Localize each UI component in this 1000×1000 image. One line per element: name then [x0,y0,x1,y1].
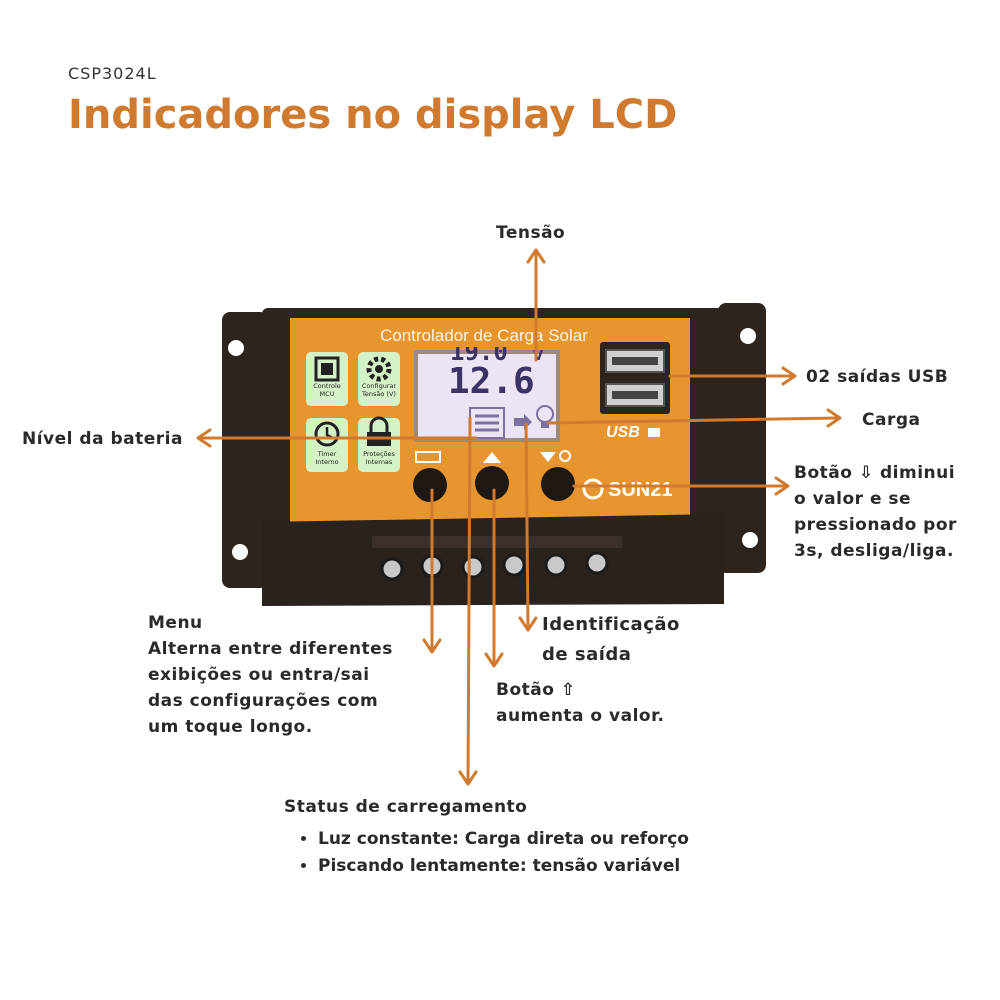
lcd-top-digits: 19.0 [450,347,508,362]
lcd-unit: V [533,349,544,364]
lcd-value: 12.6 [448,361,535,402]
callout-carga [546,416,840,425]
label-menu: Menu Alterna entre diferentes exibições … [148,610,393,740]
label-line: Menu [148,613,203,633]
arrow-head [781,366,797,386]
label-line: 3s, desliga/liga. [794,541,954,561]
label-identificacao-saida: Identificação de saída [542,610,680,670]
label-line: Alterna entre diferentes [148,639,393,659]
arrow-head [422,638,442,654]
feature-label-line: Configurar [361,382,397,390]
label-carga: Carga [862,410,921,430]
down-button [541,467,575,501]
arrow-head [826,408,842,428]
label-usb: 02 saídas USB [806,367,949,387]
label-tensao: Tensão [496,223,566,243]
label-nivel-bateria: Nível da bateria [22,429,183,449]
down-symbol-icon [540,452,556,462]
feature-label-line: Internas [365,458,393,466]
feature-label-line: Timer [317,450,337,458]
label-line: o valor e se [794,489,912,509]
feature-label-line: Controle [313,382,341,390]
arrow-head [526,248,546,264]
terminal-screws [380,551,609,581]
label-line: Identificação [542,614,680,635]
arrow-head [196,428,212,448]
feature-label-configurar-tensao: Configurar Tensão (V) [358,382,400,398]
status-item: Luz constante: Carga direta ou reforço [318,826,689,853]
brand-logo-icon [582,478,604,500]
feature-controle-mcu [306,352,348,406]
feature-label-line: Tensão (V) [362,390,396,398]
feature-label-protecoes-internas: Proteções Internas [358,450,400,466]
mount-hole-left-bottom [232,544,248,560]
label-botao-aumenta: Botão ⇧ aumenta o valor. [496,677,665,729]
label-line: das configurações com [148,691,379,711]
feature-configurar-tensao [358,352,400,406]
label-line: exibições ou entra/sai [148,665,370,685]
menu-button [413,468,447,502]
status-item: Piscando lentamente: tensão variável [318,853,689,880]
feature-label-timer-interno: Timer Interno [306,450,348,466]
status-title: Status de carregamento [284,797,528,817]
mount-hole-left-top [228,340,244,356]
menu-symbol-icon [415,451,441,463]
label-line: um toque longo. [148,717,313,737]
feature-label-line: Interno [315,458,339,466]
feature-protecoes-internas [358,416,400,472]
page-title: Indicadores no display LCD [68,92,678,138]
usb-label: USB [606,424,640,441]
model-code: CSP3024L [68,64,157,83]
label-botao-diminui: Botão ⇩ diminui o valor e se pressionado… [794,460,957,564]
up-button [475,466,509,500]
arrow-head [774,476,790,496]
label-line: aumenta o valor. [496,706,665,726]
callout-saida [524,422,530,630]
feature-timer-interno [306,418,348,472]
label-line: pressionado por [794,515,957,535]
arrow-head [458,770,478,786]
feature-label-controle-mcu: Controle MCU [306,382,348,398]
label-line: de saída [542,644,632,665]
label-line: Botão ⇩ diminui [794,463,956,483]
mount-hole-right-top [740,328,756,344]
arrow-head [518,616,538,632]
up-symbol-icon [483,452,501,463]
status-list: Luz constante: Carga direta ou reforço P… [284,826,689,880]
charge-controller-illustration [222,303,766,606]
status-block: Status de carregamento Luz constante: Ca… [284,794,689,880]
arrow-head [484,652,504,668]
mount-hole-right-bottom [742,532,758,548]
callout-status [466,416,472,784]
feature-label-line: MCU [319,390,335,398]
load-bulb-icon [536,405,554,428]
feature-label-line: Proteções [363,450,395,458]
label-line: Botão ⇧ [496,680,576,700]
